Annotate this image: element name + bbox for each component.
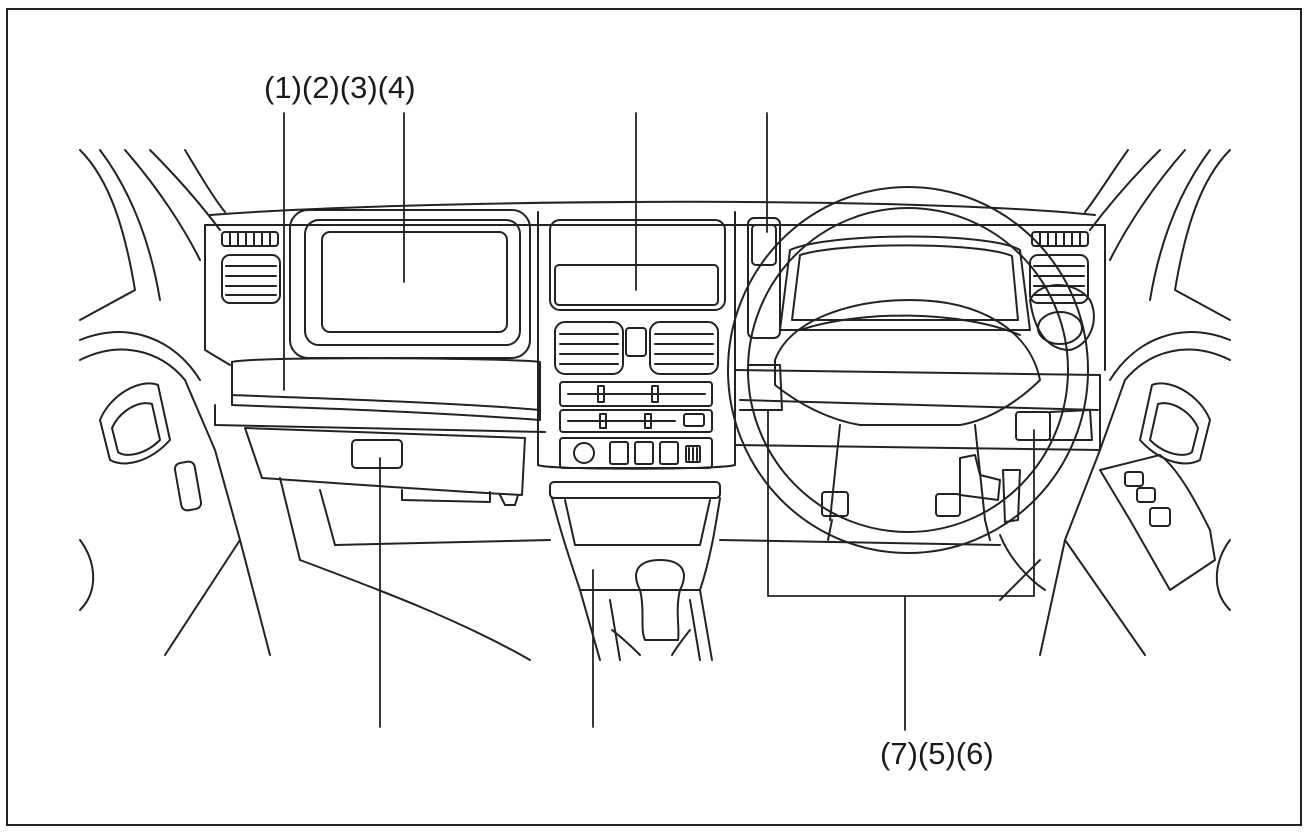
left-vent-slot (222, 232, 278, 246)
right-switch (1016, 412, 1050, 440)
diagram-frame (6, 8, 1302, 826)
left-door (80, 150, 270, 655)
center-vent-right (650, 322, 718, 374)
steering-wheel-rim (728, 187, 1088, 553)
upper-tray (290, 210, 530, 358)
glove-box-handle (352, 440, 402, 468)
center-stack (538, 212, 735, 469)
callout-label-7-5-6: (7)(5)(6) (880, 736, 994, 771)
passenger-shelf (215, 358, 545, 560)
center-vent-left (555, 322, 623, 374)
lower-console (550, 482, 720, 660)
floor (300, 540, 1040, 660)
driver-area (728, 187, 1100, 590)
leader-bracket (768, 410, 1034, 596)
callout-label-1-2-3-4: (1)(2)(3)(4) (264, 70, 416, 105)
leader-lines (284, 113, 1034, 730)
right-door (1040, 150, 1230, 655)
shift-knob (636, 560, 684, 640)
right-air-vent (1030, 255, 1088, 303)
steering-wheel-hub (775, 300, 1040, 425)
hazard-switch (626, 328, 646, 356)
left-air-vent (222, 255, 280, 303)
